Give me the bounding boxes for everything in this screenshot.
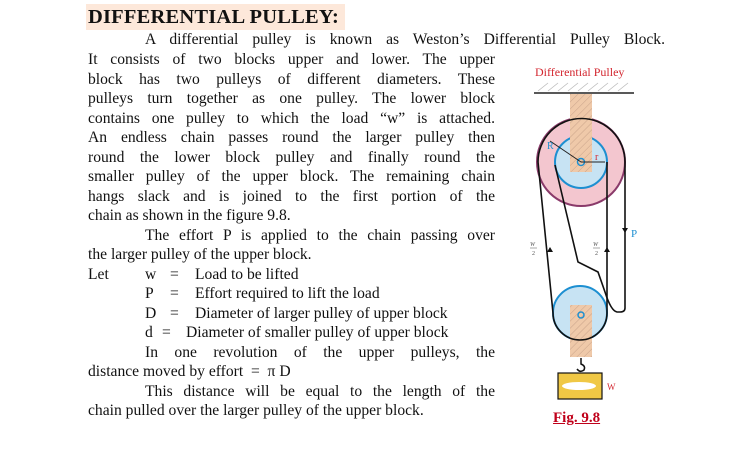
def-equals: = xyxy=(170,304,179,322)
paragraph-line: round the lower block pulley and finally… xyxy=(88,148,495,166)
paragraph-line: chain pulled over the larger pulley of t… xyxy=(88,402,424,419)
def-text: Load to be lifted xyxy=(195,265,299,283)
paragraph-line: An endless chain passes round the larger… xyxy=(88,129,495,146)
paragraph-line: pulleys turn together as one pulley. The… xyxy=(88,90,495,107)
paragraph-line: the larger pulley of the upper block. xyxy=(88,246,312,263)
figure-caption: Fig. 9.8 xyxy=(553,410,601,426)
label-P: P xyxy=(631,228,637,240)
label-r: r xyxy=(595,152,599,163)
paragraph-line: chain as shown in the figure 9.8. xyxy=(88,207,291,224)
paragraph-line: smaller pulley of the upper block. The r… xyxy=(88,168,495,185)
def-text: Effort required to lift the load xyxy=(195,285,380,302)
def-symbol: d xyxy=(145,324,153,341)
def-text: Diameter of larger pulley of upper block xyxy=(195,304,448,322)
def-equals: = xyxy=(162,324,171,341)
section-heading: DIFFERENTIAL PULLEY: xyxy=(86,4,346,30)
label-R: R xyxy=(547,141,554,152)
hook xyxy=(576,358,586,373)
label-w-half-den: 2 xyxy=(595,251,598,257)
paragraph-line: block has two pulleys of different diame… xyxy=(88,70,495,88)
label-W: W xyxy=(607,382,616,392)
ceiling xyxy=(537,82,629,92)
def-equals: = xyxy=(170,265,179,283)
label-w-half-den: 2 xyxy=(532,251,535,257)
def-text: Diameter of smaller pulley of upper bloc… xyxy=(186,324,449,341)
paragraph-line: In one revolution of the upper pulleys, … xyxy=(145,343,495,361)
def-equals: = xyxy=(170,285,179,302)
paragraph-line: contains one pulley to which the load “w… xyxy=(88,109,495,127)
paragraph-line: The effort P is applied to the chain pas… xyxy=(145,226,495,244)
paragraph-line: hangs slack and is joined to the first p… xyxy=(88,187,495,205)
figure-title: Differential Pulley xyxy=(535,65,625,79)
let-label: Let xyxy=(88,265,109,283)
label-w-half-num: W xyxy=(593,242,599,248)
label-w-half-num: W xyxy=(530,242,536,248)
chain xyxy=(537,117,626,341)
paragraph-line: A differential pulley is known as Weston… xyxy=(145,31,665,48)
paragraph-line: distance moved by effort = π D xyxy=(88,363,291,380)
def-symbol: P xyxy=(145,285,154,302)
paragraph-line: It consists of two blocks upper and lowe… xyxy=(88,51,495,68)
paragraph-line: This distance will be equal to the lengt… xyxy=(145,382,495,400)
def-symbol: D xyxy=(145,304,157,322)
def-symbol: w xyxy=(145,265,157,283)
